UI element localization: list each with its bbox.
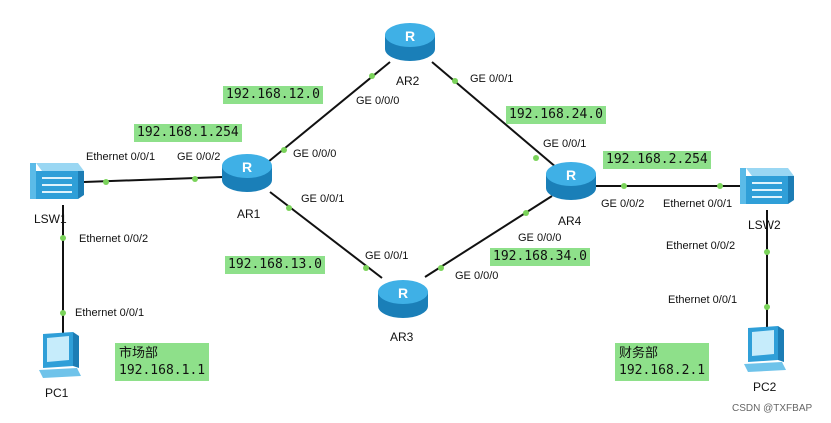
node-name-ar1: AR1 xyxy=(237,207,261,221)
port-label: GE 0/0/0 xyxy=(293,148,337,160)
port-label: Ethernet 0/0/2 xyxy=(666,240,736,252)
port-dot xyxy=(764,304,770,310)
department-note-market: 市场部 192.168.1.1 xyxy=(115,343,210,381)
network-label: 192.168.13.0 xyxy=(225,256,325,274)
port-label: Ethernet 0/0/2 xyxy=(79,233,149,245)
svg-text:R: R xyxy=(566,167,576,183)
port-dot xyxy=(60,310,66,316)
port-dot xyxy=(192,176,198,182)
svg-text:R: R xyxy=(242,159,252,175)
department-ip: 192.168.2.1 xyxy=(619,363,706,378)
port-dot xyxy=(764,249,770,255)
port-label: GE 0/0/0 xyxy=(455,270,499,282)
switch-icon[interactable] xyxy=(738,162,796,210)
node-name-ar2: AR2 xyxy=(396,74,420,88)
pc-icon[interactable] xyxy=(738,324,788,376)
port-label: GE 0/0/1 xyxy=(365,250,409,262)
port-dot xyxy=(717,183,723,189)
network-label: 192.168.2.254 xyxy=(603,151,711,169)
port-dot xyxy=(363,265,369,271)
port-label: GE 0/0/0 xyxy=(356,95,400,107)
port-dot xyxy=(60,235,66,241)
port-label: GE 0/0/2 xyxy=(601,198,645,210)
port-label: GE 0/0/1 xyxy=(543,138,587,150)
network-label: 192.168.12.0 xyxy=(223,86,323,104)
network-label: 192.168.1.254 xyxy=(134,124,242,142)
node-name-ar4: AR4 xyxy=(558,214,582,228)
department-ip: 192.168.1.1 xyxy=(119,363,206,378)
node-name-lsw1: LSW1 xyxy=(34,212,67,226)
port-label: GE 0/0/1 xyxy=(301,193,345,205)
router-icon[interactable]: R xyxy=(220,150,274,194)
network-label: 192.168.34.0 xyxy=(490,248,590,266)
svg-text:R: R xyxy=(405,28,415,44)
port-dot xyxy=(523,210,529,216)
network-label: 192.168.24.0 xyxy=(506,106,606,124)
port-label: Ethernet 0/0/1 xyxy=(663,198,733,210)
department-name: 财务部 xyxy=(619,346,659,361)
watermark: CSDN @TXFBAP xyxy=(732,403,813,414)
node-name-pc1: PC1 xyxy=(45,386,69,400)
port-label: GE 0/0/1 xyxy=(470,73,514,85)
port-dot xyxy=(281,147,287,153)
router-icon[interactable]: R xyxy=(383,18,437,64)
svg-text:R: R xyxy=(398,285,408,301)
router-icon[interactable]: R xyxy=(376,276,430,320)
port-dot xyxy=(286,205,292,211)
port-label: Ethernet 0/0/1 xyxy=(668,294,738,306)
link-ar3-ar4 xyxy=(424,195,553,278)
router-icon[interactable]: R xyxy=(544,158,598,202)
department-note-finance: 财务部 192.168.2.1 xyxy=(615,343,710,381)
department-name: 市场部 xyxy=(119,346,159,361)
port-dot xyxy=(369,73,375,79)
node-name-ar3: AR3 xyxy=(390,330,414,344)
node-name-lsw2: LSW2 xyxy=(748,218,781,232)
port-dot xyxy=(621,183,627,189)
port-dot xyxy=(103,179,109,185)
port-label: Ethernet 0/0/1 xyxy=(86,151,156,163)
port-label: Ethernet 0/0/1 xyxy=(75,307,145,319)
link-ar1-ar2 xyxy=(267,61,391,163)
port-dot xyxy=(438,265,444,271)
port-dot xyxy=(452,78,458,84)
node-name-pc2: PC2 xyxy=(753,380,777,394)
port-dot xyxy=(533,155,539,161)
port-label: GE 0/0/0 xyxy=(518,232,562,244)
pc-icon[interactable] xyxy=(33,330,83,382)
port-label: GE 0/0/2 xyxy=(177,151,221,163)
switch-icon[interactable] xyxy=(28,157,86,205)
